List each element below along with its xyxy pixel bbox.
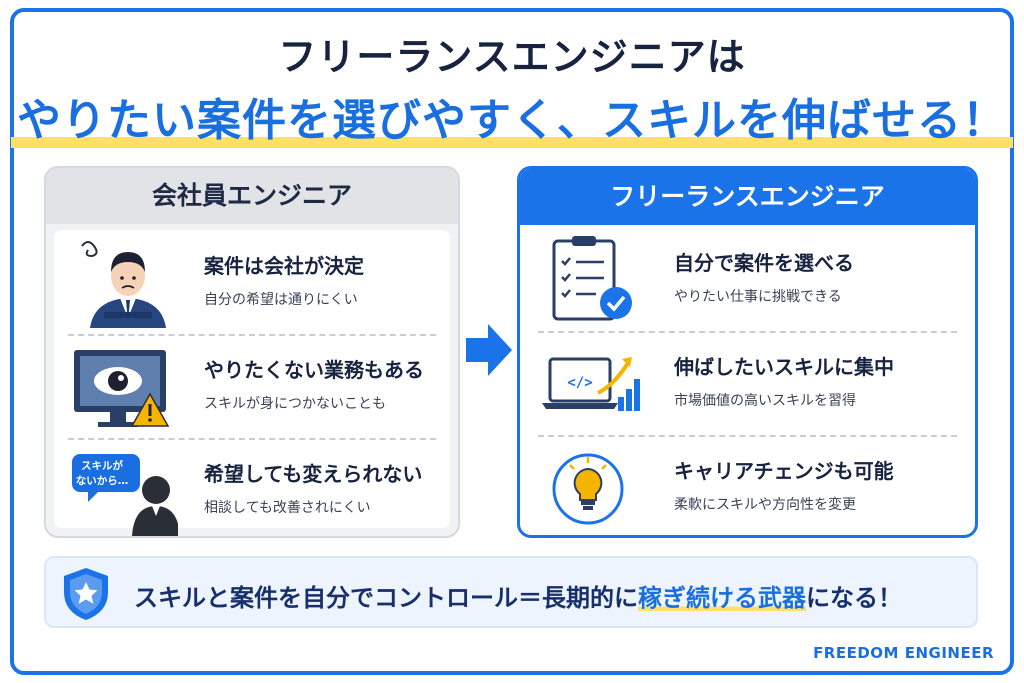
freelance-panel: フリーランスエンジニア 自分で案件を選べる やりたい仕事に挑戦できる <box>517 166 978 538</box>
row-subtext: スキルが身につかないことも <box>204 396 386 412</box>
row-subtext: 柔軟にスキルや方向性を変更 <box>674 497 856 513</box>
brand-logo-text: FREEDOM ENGINEER <box>813 644 994 662</box>
silhouette-speech-icon: スキルが ないから… <box>72 454 178 536</box>
row-heading: キャリアチェンジも可能 <box>674 459 894 483</box>
worried-office-worker-icon <box>81 241 166 328</box>
conclusion-part-1: スキルと案件を自分でコントロール＝長期的に <box>134 584 638 612</box>
employee-panel-body: 案件は会社が決定 自分の希望は通りにくい やりたくない業務もある スキルが身につ… <box>54 230 450 536</box>
bubble-line-2: ないから… <box>76 475 129 487</box>
conclusion-highlight: 稼ぎ続ける武器 <box>638 584 806 612</box>
laptop-code-growth-icon: </> <box>542 357 640 411</box>
list-item: 案件は会社が決定 自分の希望は通りにくい <box>54 230 450 334</box>
arrow-right-icon <box>466 324 512 376</box>
row-subtext: 自分の希望は通りにくい <box>204 292 358 308</box>
list-item: 自分で案件を選べる やりたい仕事に挑戦できる <box>524 227 971 331</box>
row-subtext: 相談しても改善されにくい <box>204 500 371 516</box>
list-item: </> 伸ばしたいスキルに集中 市場価値の高いスキルを習得 <box>524 331 971 435</box>
employee-panel-header: 会社員エンジニア <box>46 168 458 224</box>
row-heading: やりたくない業務もある <box>204 358 424 382</box>
title-line-2: やりたい案件を選びやすく、スキルを伸ばせる！ <box>11 84 1013 152</box>
row-heading: 案件は会社が決定 <box>204 254 364 278</box>
list-item: スキルが ないから… 希望しても変えられない 相談しても改善されにくい <box>54 438 450 536</box>
shield-star-icon <box>64 568 108 620</box>
title-line-2-wrap: やりたい案件を選びやすく、スキルを伸ばせる！ <box>0 84 1024 152</box>
row-heading: 希望しても変えられない <box>204 462 423 486</box>
monitor-warning-icon <box>74 350 170 427</box>
clipboard-check-icon <box>552 236 632 321</box>
conclusion-text: スキルと案件を自分でコントロール＝長期的に稼ぎ続ける武器になる！ <box>134 578 902 613</box>
list-item: やりたくない業務もある スキルが身につかないことも <box>54 334 450 438</box>
employee-panel: 会社員エンジニア 案件は会社が決定 自分の希望は通りにくい <box>44 166 460 538</box>
row-heading: 伸ばしたいスキルに集中 <box>674 355 894 379</box>
freelance-panel-body: 自分で案件を選べる やりたい仕事に挑戦できる </> 伸ばしたいスキルに集中 市… <box>524 227 971 527</box>
code-glyph: </> <box>567 375 592 391</box>
title-line-1: フリーランスエンジニアは <box>278 35 746 79</box>
lightbulb-icon <box>552 453 624 525</box>
row-subtext: やりたい仕事に挑戦できる <box>674 289 842 305</box>
freelance-panel-header: フリーランスエンジニア <box>520 169 975 225</box>
row-subtext: 市場価値の高いスキルを習得 <box>674 393 856 409</box>
conclusion-part-2: になる！ <box>806 584 902 612</box>
bubble-line-1: スキルが <box>81 459 123 472</box>
conclusion-banner: スキルと案件を自分でコントロール＝長期的に稼ぎ続ける武器になる！ <box>44 556 978 628</box>
list-item: キャリアチェンジも可能 柔軟にスキルや方向性を変更 <box>524 435 971 535</box>
row-heading: 自分で案件を選べる <box>674 251 854 275</box>
